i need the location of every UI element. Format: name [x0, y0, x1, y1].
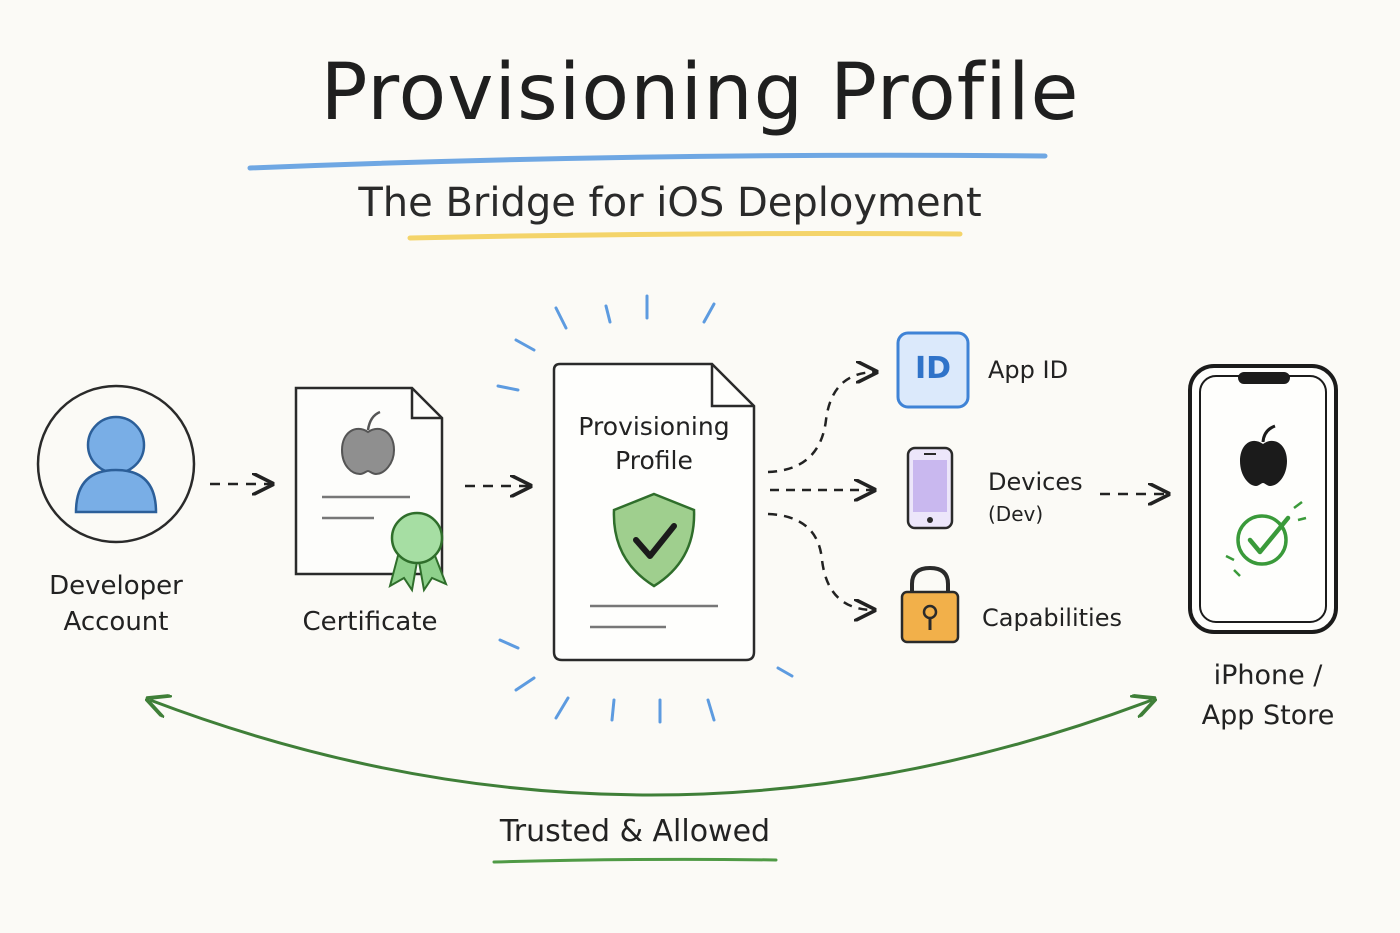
- developer-account-label: Developer Account: [26, 568, 206, 640]
- devices-sublabel: (Dev): [988, 502, 1044, 526]
- phone-icon: [906, 446, 954, 530]
- page-subtitle: The Bridge for iOS Deployment: [358, 180, 982, 226]
- iphone-label: iPhone / App Store: [1168, 656, 1368, 736]
- trusted-allowed-label: Trusted & Allowed: [499, 814, 771, 849]
- iphone-label-line2: App Store: [1201, 700, 1335, 731]
- shield-check-icon: [612, 492, 696, 588]
- app-id-label: App ID: [988, 356, 1069, 384]
- developer-label-line2: Account: [63, 607, 169, 637]
- profile-doc-label: Provisioning Profile: [554, 410, 754, 478]
- iphone-label-line1: iPhone /: [1213, 660, 1323, 691]
- certificate-label: Certificate: [302, 607, 438, 637]
- footer-underline: [492, 857, 778, 864]
- profile-label-line1: Provisioning: [578, 412, 730, 441]
- trusted-arc: [150, 700, 1152, 797]
- checkmark-circle-icon: [1225, 501, 1307, 577]
- developer-account-node: [36, 384, 196, 544]
- subtitle-underline: [407, 231, 963, 241]
- page-title: Provisioning Profile: [320, 48, 1080, 138]
- developer-label-line1: Developer: [49, 571, 183, 601]
- provisioning-profile-node: [552, 362, 756, 662]
- app-id-badge-text: ID: [914, 351, 952, 386]
- apple-icon: [340, 410, 396, 476]
- devices-label: Devices: [988, 468, 1083, 496]
- user-icon: [74, 415, 158, 514]
- iphone-node: [1188, 364, 1338, 634]
- id-badge-icon: [896, 331, 970, 409]
- award-ribbon-icon: [388, 511, 448, 593]
- padlock-icon: [900, 565, 960, 644]
- capabilities-label: Capabilities: [982, 604, 1122, 632]
- profile-label-line2: Profile: [615, 446, 693, 475]
- certificate-node: [294, 386, 448, 593]
- apple-icon: [1240, 424, 1287, 486]
- title-underline: [247, 152, 1048, 171]
